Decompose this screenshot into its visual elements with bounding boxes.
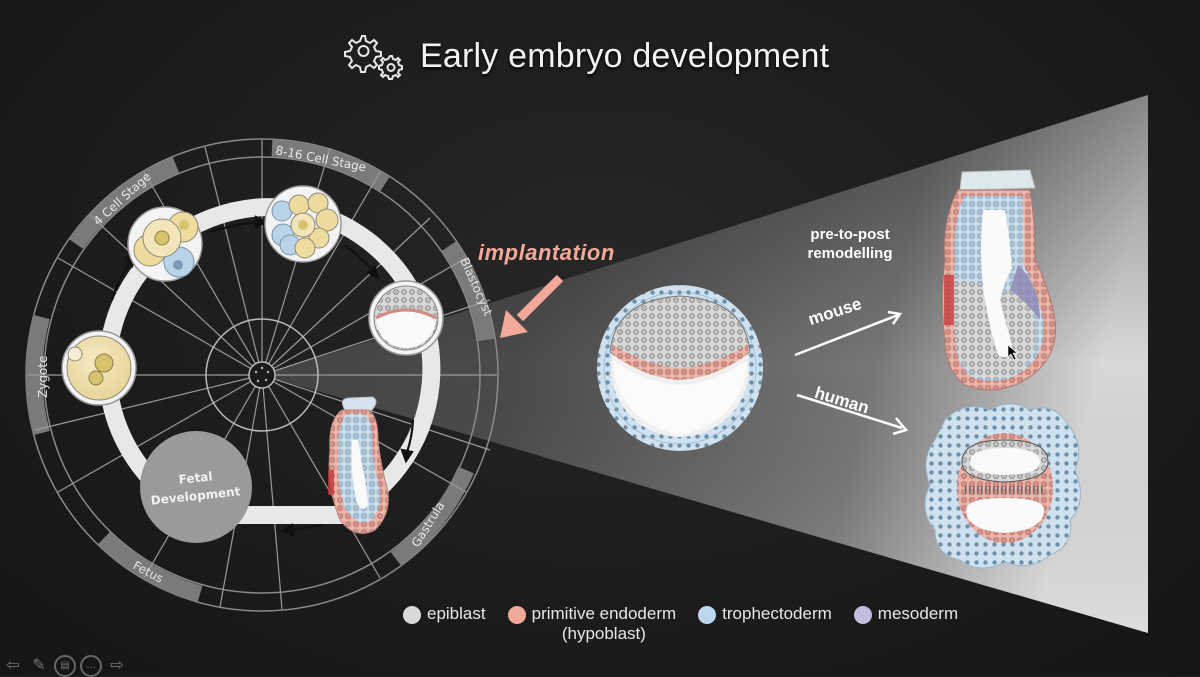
gastrula-illustration: [328, 396, 389, 534]
species-arrows: [794, 310, 909, 436]
trophectoderm-swatch-icon: [698, 606, 717, 624]
eight-sixteen-cell-illustration: [264, 185, 342, 263]
legend: epiblast primitive endoderm (hypoblast) …: [403, 604, 958, 644]
fetal-label-line1: Fetal: [178, 469, 213, 486]
legend-sublabel: (hypoblast): [561, 624, 646, 643]
forward-icon[interactable]: ⇨: [110, 657, 124, 674]
slide-header: Early embryo development: [340, 26, 829, 86]
remodelling-label: pre-to-post remodelling: [790, 225, 910, 263]
legend-item-epiblast: epiblast: [403, 604, 486, 624]
remodelling-line1: pre-to-post: [810, 226, 890, 243]
remodelling-line2: remodelling: [807, 245, 893, 262]
implantation-arrow: [500, 274, 564, 338]
blastocyst-small-illustration: [368, 280, 444, 356]
legend-label: primitive endoderm: [531, 604, 677, 623]
gears-icon: [344, 35, 403, 80]
more-icon[interactable]: …: [80, 655, 102, 677]
back-icon[interactable]: ⇦: [6, 657, 20, 674]
blastocyst-large-illustration: [597, 285, 763, 451]
mouse-embryo-illustration: [942, 169, 1056, 391]
zygote-illustration: [61, 330, 137, 406]
legend-label: trophectoderm: [722, 604, 832, 623]
legend-label: mesoderm: [877, 604, 959, 623]
implantation-label: implantation: [478, 240, 615, 265]
legend-item-mesoderm: mesoderm: [853, 604, 959, 624]
legend-item-trophectoderm: trophectoderm: [698, 604, 832, 624]
mesoderm-swatch-icon: [853, 606, 872, 624]
epiblast-swatch-icon: [403, 606, 421, 624]
slide-title: Early embryo development: [420, 36, 830, 75]
fetal-development-node: Fetal Development: [140, 431, 252, 543]
slides-icon[interactable]: ▤: [54, 655, 76, 677]
stage-label-zygote: Zygote: [36, 356, 50, 398]
legend-item-primitive-endoderm: primitive endoderm (hypoblast): [507, 604, 677, 644]
primitive-endoderm-swatch-icon: [507, 606, 526, 624]
human-arrow: [796, 393, 903, 430]
pen-icon[interactable]: ✎: [32, 657, 46, 674]
legend-label: epiblast: [427, 604, 486, 623]
presentation-nav: ⇦ ✎ ▤ … ⇨: [2, 655, 128, 677]
human-embryo-illustration: [924, 403, 1081, 569]
mouse-cursor-icon: [1007, 344, 1018, 361]
mouse-arrow: [794, 313, 899, 357]
four-cell-illustration: [127, 206, 203, 282]
